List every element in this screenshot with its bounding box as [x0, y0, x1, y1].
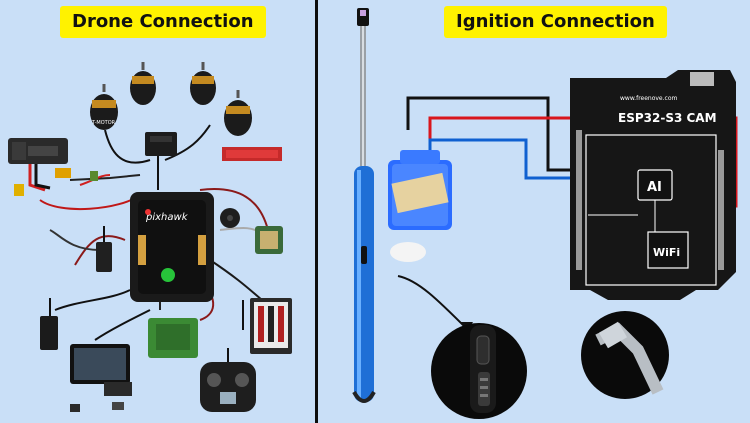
usb-port [690, 72, 714, 86]
usb-cable [70, 404, 80, 412]
drone-wiring-diagram: T-MOTOR pixhawk [8, 62, 292, 412]
motor-rear-right [224, 90, 252, 136]
lipo-battery [8, 138, 68, 196]
servo-horn [390, 242, 426, 262]
motor-rear-left [190, 62, 216, 105]
xt60-connector [55, 168, 71, 178]
board-marking: www.freenove.com [620, 95, 678, 102]
pixhawk-label: pixhawk [145, 212, 189, 223]
ground-telemetry-radio [40, 298, 58, 350]
esc-strip [222, 147, 282, 161]
ignition-wiring-diagram: www.freenove.com ESP32-S3 CAM AI WiFi [352, 8, 738, 419]
i2c-splitter [104, 382, 132, 396]
safety-switch [161, 268, 175, 282]
motor-front-left [90, 84, 118, 130]
drone-connection-panel: T-MOTOR pixhawk [0, 0, 315, 423]
esp32-s3-cam-board: www.freenove.com ESP32-S3 CAM AI WiFi [570, 70, 736, 300]
servo-motor [388, 150, 452, 262]
power-distribution-board [148, 318, 198, 358]
tablet [70, 344, 130, 384]
led-module [112, 402, 124, 410]
motor-front-right [130, 62, 156, 105]
wifi-module [647, 231, 689, 269]
rc-receiver [242, 298, 292, 354]
motor-label: T-MOTOR [91, 120, 116, 126]
rc-transmitter [200, 348, 256, 412]
lighter-wand [352, 8, 376, 403]
gps-module [255, 226, 283, 254]
trigger-closeup-inset [431, 323, 527, 419]
nozzle-closeup-inset [581, 311, 669, 399]
ignition-connection-title: Ignition Connection [444, 6, 667, 38]
lighter-trigger [361, 246, 367, 264]
wifi-label: WiFi [653, 246, 680, 259]
esc-4in1 [145, 132, 177, 156]
pixhawk-flight-controller: pixhawk [130, 192, 214, 302]
power-module [90, 171, 98, 181]
drone-connection-title: Drone Connection [60, 6, 266, 38]
ai-chip-label: AI [647, 180, 662, 195]
ignition-connection-panel: www.freenove.com ESP32-S3 CAM AI WiFi [318, 0, 750, 423]
telemetry-radio [96, 226, 112, 272]
board-label: ESP32-S3 CAM [618, 111, 717, 125]
